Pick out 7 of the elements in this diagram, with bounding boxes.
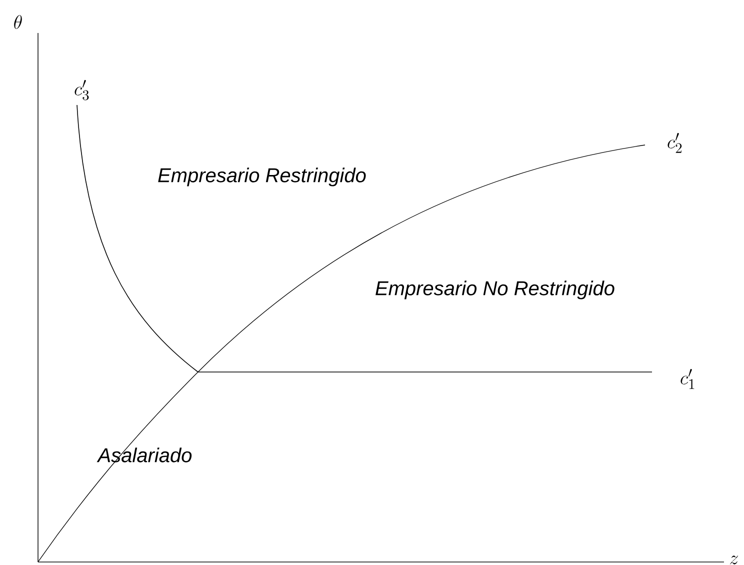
curve-label: $c'_1$ xyxy=(680,369,694,389)
axis-label: $\theta$ xyxy=(14,15,22,29)
region-label: Empresario Restringido xyxy=(158,168,366,186)
region-label: Empresario No Restringido xyxy=(376,280,614,300)
curve-label: $c'_3$ xyxy=(74,80,89,100)
axis-label: $z$ xyxy=(730,556,738,564)
curve-label: $c'_2$ xyxy=(668,133,682,153)
